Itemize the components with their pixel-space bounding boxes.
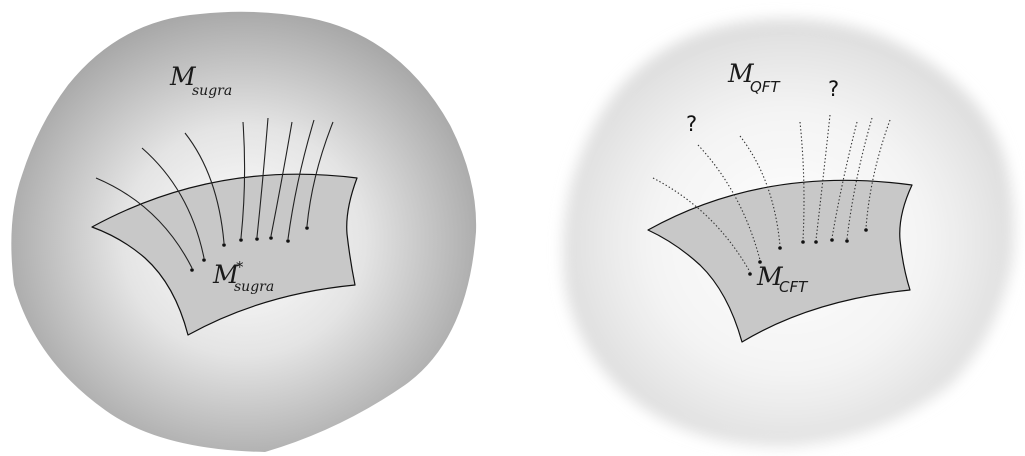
right-panel: M QFT ? ? M CFT — [563, 19, 1014, 446]
flow-endpoint — [778, 246, 782, 250]
label-subscript: sugra — [234, 279, 274, 295]
flow-endpoint — [830, 238, 834, 242]
flow-endpoint — [814, 240, 818, 244]
question-mark: ? — [828, 77, 839, 101]
flow-endpoint — [748, 272, 752, 276]
label-subscript: sugra — [192, 83, 232, 99]
flow-endpoint — [190, 268, 194, 272]
label-star: * — [236, 258, 244, 276]
flow-endpoint — [255, 237, 259, 241]
flow-endpoint — [269, 236, 273, 240]
flow-endpoint — [286, 239, 290, 243]
flow-endpoint — [305, 226, 309, 230]
flow-endpoint — [222, 243, 226, 247]
flow-endpoint — [801, 240, 805, 244]
label-subscript: CFT — [779, 278, 809, 296]
left-panel: M sugra M * sugra — [11, 12, 476, 452]
flow-endpoint — [864, 228, 868, 232]
flow-endpoint — [239, 238, 243, 242]
question-mark: ? — [686, 112, 697, 136]
flow-endpoint — [202, 258, 206, 262]
label-subscript: QFT — [750, 78, 781, 96]
flow-endpoint — [845, 239, 849, 243]
